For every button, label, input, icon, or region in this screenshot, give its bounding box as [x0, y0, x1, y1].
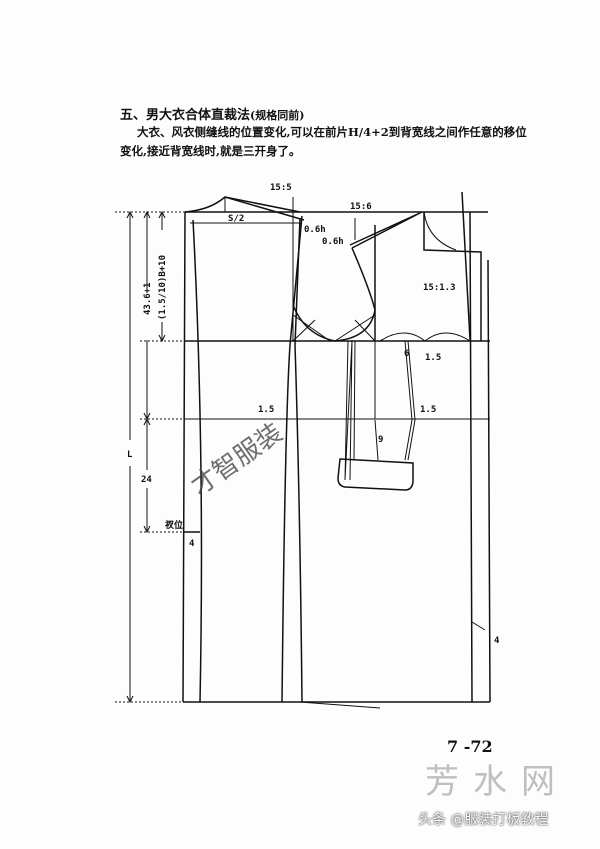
label-waist-side: 1.5 [258, 405, 274, 415]
label-length: L [127, 450, 133, 460]
label-vent-position: 衩位 [164, 519, 183, 531]
pattern-outline [182, 191, 491, 703]
title-text: 五、男大衣合体直裁法 [120, 108, 251, 123]
label-hip-to-vent: 24 [141, 475, 152, 485]
description-line-1: 大衣、风衣侧缝线的位置变化,可以在前片H/4+2到背宽线之间作任意的移位 [137, 125, 527, 139]
title-note: (规格同前) [250, 109, 305, 122]
section-title: 五、男大衣合体直裁法(规格同前) [120, 104, 304, 123]
label-back-length: 43.6+1 [143, 282, 153, 315]
label-front-side: 1.5 [425, 353, 441, 363]
label-front-hem: 4 [494, 636, 500, 646]
label-waist-front: 1.5 [420, 405, 436, 415]
label-dart-6: 6 [404, 349, 409, 359]
page-number: 7 -72 [447, 737, 493, 756]
label-front-neck-ratio: 15:1.3 [423, 283, 456, 293]
label-back-neck-ratio: 15:5 [270, 183, 292, 193]
label-pocket-depth: 9 [378, 435, 383, 445]
credit-watermark: 头条 @服装打板教程 [418, 812, 549, 828]
site-watermark: 芳水网 [425, 762, 569, 802]
description-line-2: 变化,接近背宽线时,就是三开身了。 [120, 144, 301, 158]
label-front-shoulder-ease: 0.6h [322, 237, 344, 247]
label-front-shoulder-ratio: 15:6 [350, 202, 372, 212]
pocket-outline [337, 458, 414, 491]
label-back-shoulder-ease: 0.6h [304, 225, 326, 235]
label-shoulder-half: S/2 [228, 214, 244, 224]
label-armhole-depth: (1.5/10)B+10 [158, 255, 168, 320]
label-vent-width: 4 [189, 539, 195, 549]
dimension-lines [126, 210, 166, 704]
